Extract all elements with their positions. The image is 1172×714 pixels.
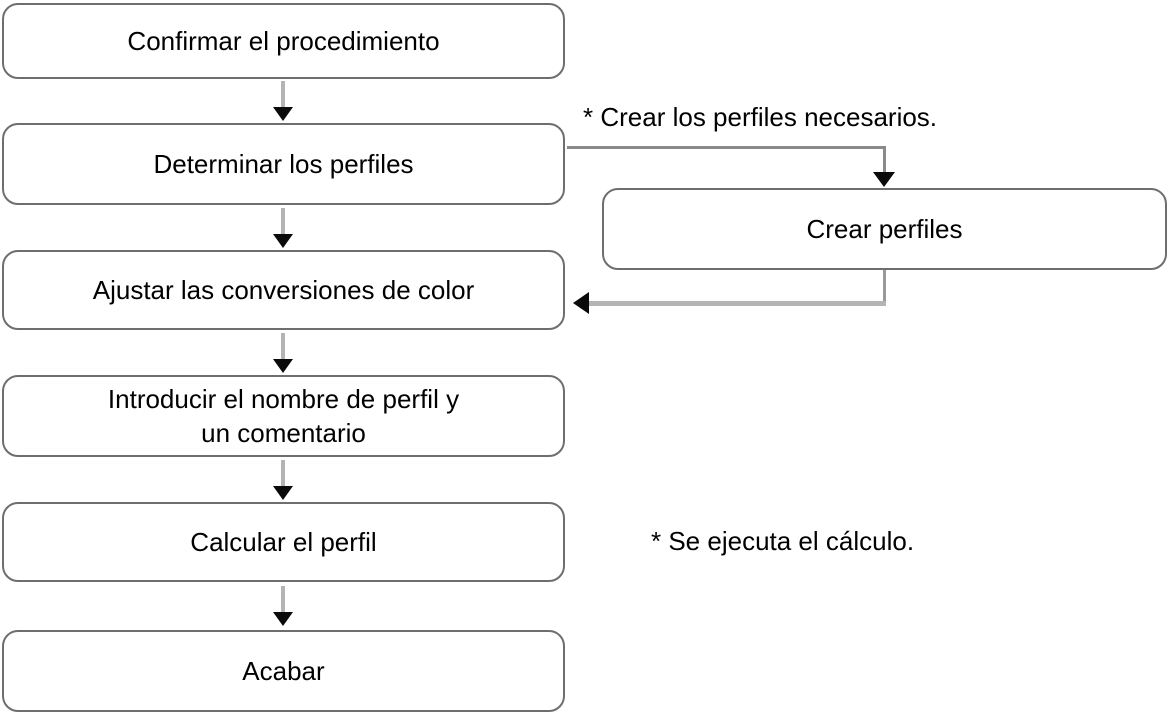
flow-step-acabar: Acabar	[2, 630, 565, 712]
flow-step-ajustar-conversiones: Ajustar las conversiones de color	[2, 250, 565, 330]
arrowhead-icon	[273, 234, 293, 248]
down-arrow-icon	[269, 208, 297, 248]
annotation-se-ejecuta-calculo: * Se ejecuta el cálculo.	[651, 526, 915, 556]
arrow-stem	[281, 586, 285, 612]
down-arrow-icon	[269, 460, 297, 500]
connector-to-side-horizontal	[567, 146, 886, 149]
down-arrow-icon	[269, 586, 297, 626]
arrow-stem	[281, 81, 285, 107]
down-arrowhead-icon	[873, 172, 895, 187]
connector-from-side-horizontal	[588, 301, 886, 306]
left-arrowhead-icon	[573, 292, 589, 314]
flow-step-confirmar-procedimiento: Confirmar el procedimiento	[2, 3, 565, 79]
connector-to-side-vertical	[883, 146, 886, 174]
arrowhead-icon	[273, 486, 293, 500]
arrow-stem	[281, 208, 285, 234]
annotation-crear-perfiles-necesarios: * Crear los perfiles necesarios.	[583, 102, 938, 132]
down-arrow-icon	[269, 81, 297, 121]
arrow-stem	[281, 333, 285, 359]
flow-step-introducir-nombre-comentario: Introducir el nombre de perfil y un come…	[2, 375, 565, 457]
down-arrow-icon	[269, 333, 297, 373]
flow-step-calcular-perfil: Calcular el perfil	[2, 502, 565, 582]
flow-step-crear-perfiles: Crear perfiles	[602, 188, 1167, 270]
arrowhead-icon	[273, 107, 293, 121]
arrow-stem	[281, 460, 285, 486]
arrowhead-icon	[273, 612, 293, 626]
arrowhead-icon	[273, 359, 293, 373]
connector-from-side-vertical	[883, 270, 886, 303]
flow-step-determinar-perfiles: Determinar los perfiles	[2, 123, 565, 205]
